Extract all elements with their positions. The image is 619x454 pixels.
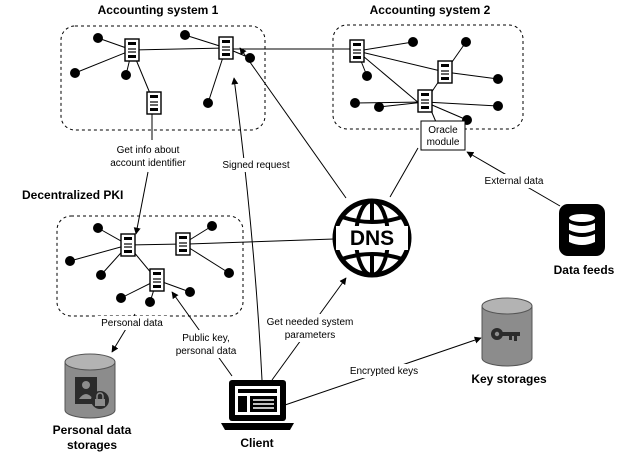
client-label: Client — [240, 436, 273, 450]
server-icon — [124, 38, 140, 62]
arrow-get-info — [133, 171, 149, 235]
accounting-system-1-group — [60, 25, 266, 131]
user-lock-icon — [75, 377, 109, 409]
server-icon — [146, 91, 162, 115]
pki-title: Decentralized PKI — [22, 188, 123, 202]
database-icon — [559, 204, 605, 256]
endpoint-dots — [65, 30, 503, 307]
public-key-label-line2: personal data — [176, 346, 237, 357]
server-icon — [349, 39, 365, 63]
server-icon — [120, 233, 136, 257]
decentralized-pki-group — [56, 215, 244, 317]
key-storages-label: Key storages — [471, 372, 547, 386]
oracle-module-box — [420, 120, 466, 151]
server-icon — [417, 89, 433, 113]
arrow-signed-request — [231, 77, 263, 381]
data-feeds-label: Data feeds — [554, 263, 615, 277]
globe-icon — [332, 198, 412, 278]
personal-data-storage-cylinder — [64, 353, 116, 419]
personal-data-label: Personal data — [101, 318, 163, 329]
key-icon — [491, 328, 520, 341]
personal-storages-label-line1: Personal data — [53, 423, 132, 437]
server-icon — [175, 232, 191, 256]
get-info-label-line1: Get info about — [117, 145, 180, 156]
laptop-icon — [221, 380, 294, 430]
accounting1-title: Accounting system 1 — [98, 3, 219, 17]
encrypted-keys-label: Encrypted keys — [350, 366, 418, 377]
server-icon — [218, 36, 234, 60]
public-key-label-line1: Public key, — [182, 333, 230, 344]
get-info-label-line2: account identifier — [110, 158, 186, 169]
needed-params-label-line1: Get needed system — [267, 317, 354, 328]
signed-request-label: Signed request — [222, 160, 289, 171]
accounting2-title: Accounting system 2 — [370, 3, 491, 17]
oracle-label-line2: module — [427, 137, 460, 148]
needed-params-label-line2: parameters — [285, 330, 336, 341]
server-icon — [437, 60, 453, 84]
oracle-label-line1: Oracle — [428, 125, 458, 136]
server-icon — [149, 268, 165, 292]
dns-label: DNS — [350, 227, 394, 250]
external-data-label: External data — [485, 176, 544, 187]
personal-storages-label-line2: storages — [67, 438, 117, 452]
key-storage-cylinder — [481, 297, 533, 367]
arrow-dns-accounting — [239, 47, 347, 199]
